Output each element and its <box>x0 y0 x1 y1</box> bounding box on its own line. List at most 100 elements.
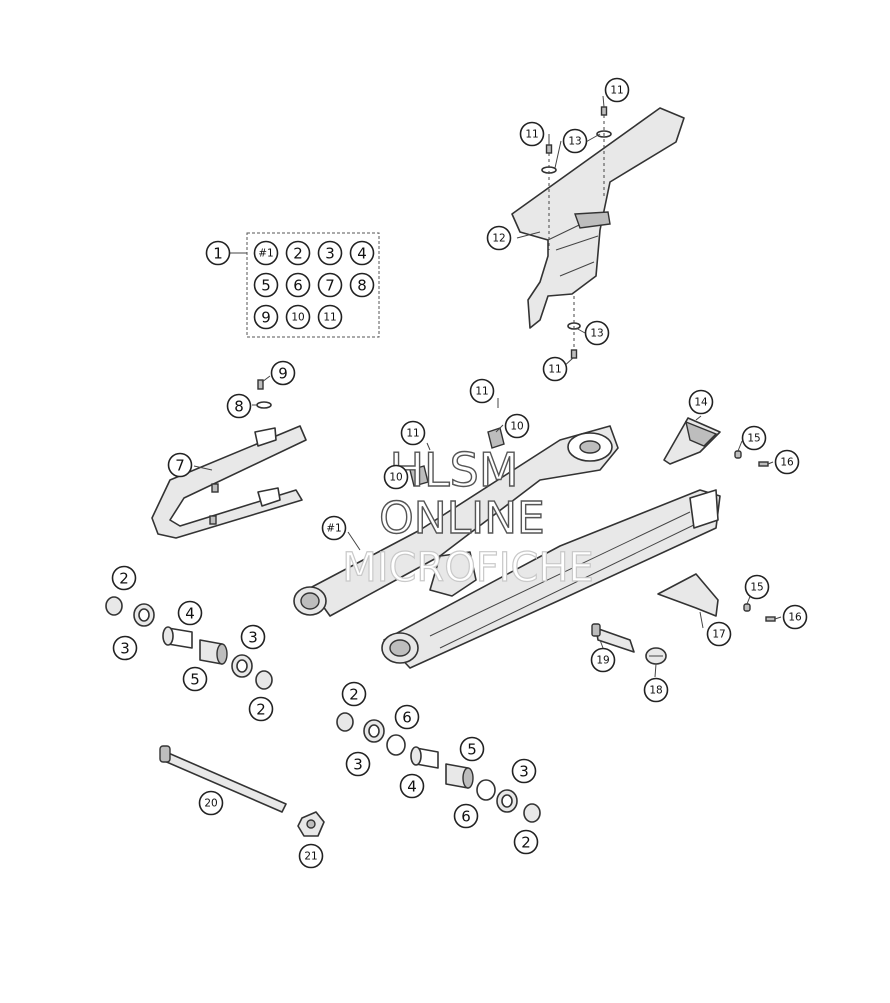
callout-label: 21 <box>304 851 317 863</box>
callout-circle <box>177 600 203 626</box>
callout-label: 7 <box>325 277 335 295</box>
callout-label: 4 <box>357 245 367 263</box>
watermark-line1: HLSM <box>389 443 518 497</box>
watermark-line3: MICROFICHE <box>342 545 594 591</box>
callout-14: 14 <box>688 389 714 415</box>
callout-6: 6 <box>453 803 479 829</box>
callout-label: 18 <box>649 685 662 697</box>
callout-4: 4 <box>349 240 375 266</box>
callout-18: 18 <box>643 677 669 703</box>
callout-circle <box>590 647 616 673</box>
callout-label: 2 <box>349 686 359 704</box>
callout-circle <box>317 304 343 330</box>
swingarm-part <box>293 425 721 669</box>
callout-circle <box>341 681 367 707</box>
callout-label: 9 <box>278 365 288 383</box>
callout-label: 13 <box>568 136 581 148</box>
callout-circle <box>511 758 537 784</box>
callout-label: 11 <box>406 428 419 440</box>
callout-3: 3 <box>317 240 343 266</box>
callout-circle <box>383 464 409 490</box>
watermark-line2: ONLINE <box>379 493 545 544</box>
callout-circle <box>270 360 296 386</box>
callout-15: 15 <box>744 574 770 600</box>
callout-6: 6 <box>394 704 420 730</box>
callout-label: 11 <box>548 364 561 376</box>
callout-circle <box>744 574 770 600</box>
callout-circle <box>167 452 193 478</box>
callout-circle <box>782 604 808 630</box>
callout-circle <box>298 843 324 869</box>
callout-10: 10 <box>285 304 311 330</box>
pivot-bolt-and-cap <box>591 623 667 665</box>
callout-label: 16 <box>780 457 794 469</box>
callout-4: 4 <box>399 773 425 799</box>
callout-label: 2 <box>521 834 531 852</box>
watermark: HLSM ONLINE MICROFICHE <box>342 442 595 591</box>
callout-circle <box>345 751 371 777</box>
callout-label: 8 <box>234 398 244 416</box>
callout-hash1: #1 <box>253 240 279 266</box>
callout-label: 1 <box>213 245 223 263</box>
callout-3: 3 <box>345 751 371 777</box>
callout-label: 17 <box>712 629 725 641</box>
callout-label: 20 <box>204 798 217 810</box>
callout-circle <box>349 240 375 266</box>
callout-circle <box>317 272 343 298</box>
callout-2: 2 <box>248 696 274 722</box>
callout-9: 9 <box>253 304 279 330</box>
callout-circle <box>248 696 274 722</box>
callout-3: 3 <box>511 758 537 784</box>
callout-label: 3 <box>519 763 529 781</box>
callout-circle <box>542 356 568 382</box>
chain-guard-part <box>511 107 685 329</box>
callout-label: 2 <box>293 245 303 263</box>
callout-circle <box>604 77 630 103</box>
callout-label: 13 <box>590 328 603 340</box>
callout-label: 4 <box>407 778 417 796</box>
callout-circle <box>253 272 279 298</box>
callout-label: 2 <box>119 570 129 588</box>
callout-17: 17 <box>706 621 732 647</box>
callout-label: 7 <box>175 457 185 475</box>
callout-label: 3 <box>248 629 258 647</box>
callout-label: 12 <box>492 233 505 245</box>
callout-circle <box>317 240 343 266</box>
callout-9: 9 <box>270 360 296 386</box>
callout-10: 10 <box>504 413 530 439</box>
callout-circle <box>562 128 588 154</box>
callout-11: 11 <box>542 356 568 382</box>
callout-label: 11 <box>525 129 538 141</box>
callout-15: 15 <box>741 425 767 451</box>
callout-label: 10 <box>291 312 304 324</box>
callout-6: 6 <box>285 272 311 298</box>
callout-hash1: #1 <box>321 515 347 541</box>
callout-circle <box>513 829 539 855</box>
callout-circle <box>111 565 137 591</box>
left-pivot-bearings <box>105 596 273 690</box>
callout-label: 8 <box>357 277 367 295</box>
callout-circle <box>198 790 224 816</box>
callout-5: 5 <box>253 272 279 298</box>
callout-19: 19 <box>590 647 616 673</box>
callout-circle <box>688 389 714 415</box>
callout-circle <box>486 225 512 251</box>
callout-5: 5 <box>182 666 208 692</box>
callout-circle <box>226 393 252 419</box>
callout-circle <box>519 121 545 147</box>
callout-label: 6 <box>402 709 412 727</box>
callout-10: 10 <box>383 464 409 490</box>
callout-label: 6 <box>461 808 471 826</box>
callout-circle <box>112 635 138 661</box>
callout-16: 16 <box>774 449 800 475</box>
callout-label: 5 <box>467 741 477 759</box>
callout-label: 15 <box>750 582 763 594</box>
callout-13: 13 <box>562 128 588 154</box>
callout-circle <box>285 304 311 330</box>
callout-label: 3 <box>120 640 130 658</box>
callout-circle <box>205 240 231 266</box>
callout-circle <box>253 304 279 330</box>
callout-circle <box>469 378 495 404</box>
callout-circle <box>741 425 767 451</box>
